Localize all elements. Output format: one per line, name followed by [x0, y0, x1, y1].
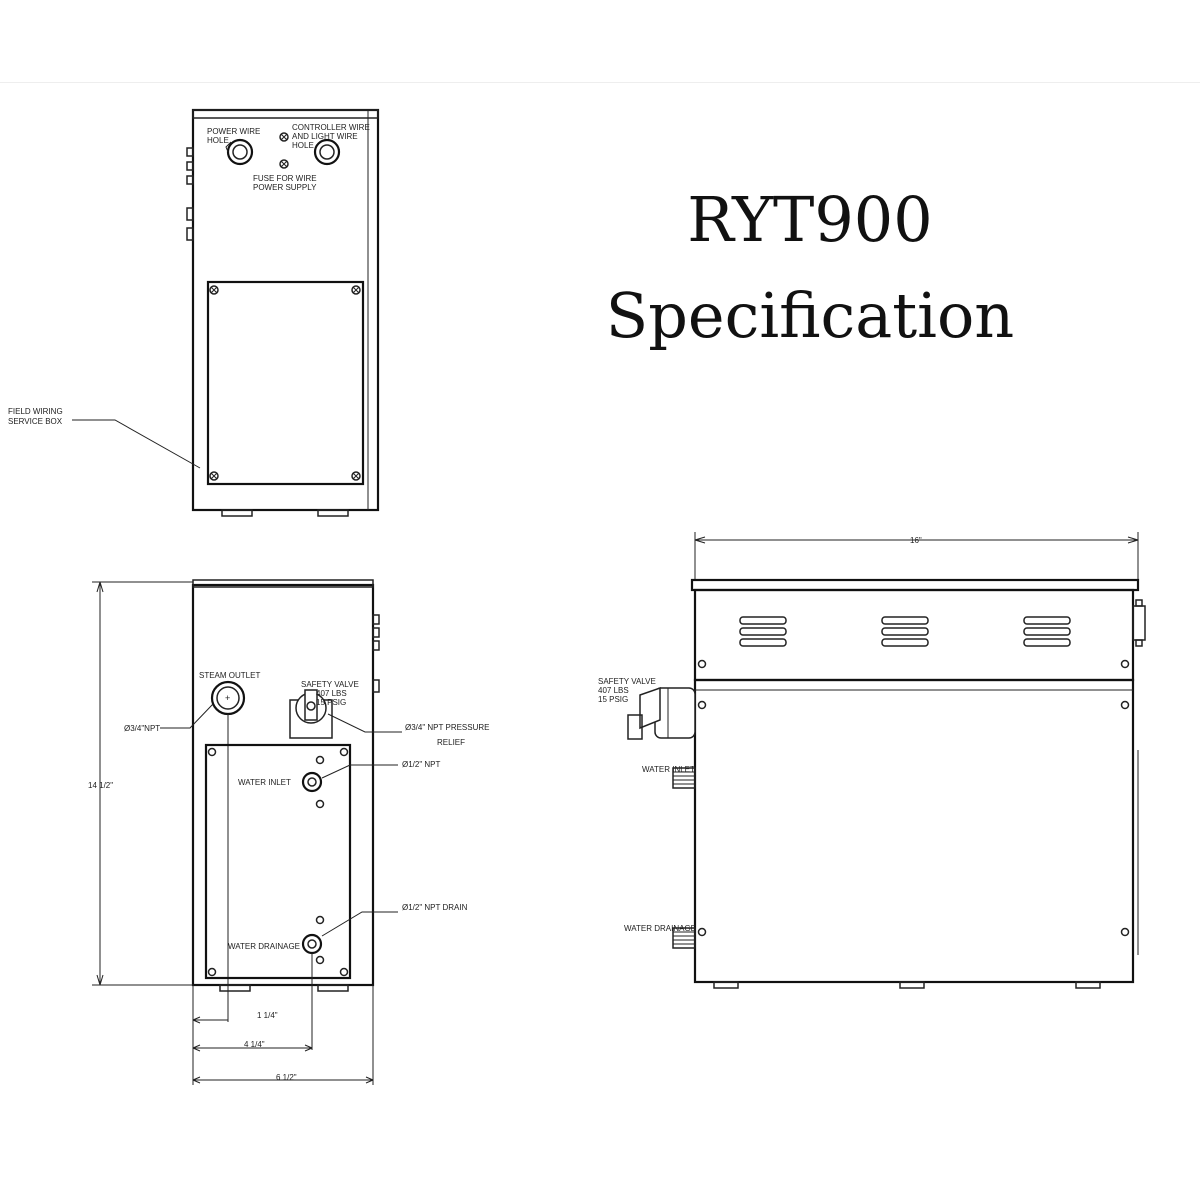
fuse-icon	[279, 132, 289, 169]
dim-2-label: 4 1/4"	[244, 1040, 265, 1049]
power-wire-label-1: POWER WIRE	[207, 127, 260, 136]
bottom-dimensions	[192, 985, 374, 1085]
front-view: + STEAM OUTLET Ø3/4"NPT SAFETY VALVE 407…	[88, 579, 490, 1085]
front-view-body	[191, 583, 375, 987]
title-block: RYT900 Specification	[560, 180, 1060, 356]
inlet-size-label: Ø1/2" NPT	[402, 760, 441, 769]
side-view-body	[693, 678, 1135, 984]
safety-valve-label-1: SAFETY VALVE	[301, 680, 359, 689]
drain-size-leader	[321, 911, 398, 937]
field-wiring-label-1: FIELD WIRING	[8, 407, 63, 416]
controller-wire-hole	[313, 138, 341, 166]
width-label: 16"	[910, 536, 922, 545]
side-connector	[1132, 599, 1146, 647]
dim-3-label: 6 1/2"	[276, 1073, 297, 1082]
top-view-foot-right	[317, 509, 349, 517]
water-drainage	[301, 933, 323, 955]
side-view-screws	[697, 659, 1130, 937]
power-wire-hole	[225, 138, 254, 166]
top-view-fins	[186, 147, 194, 241]
steam-outlet: +	[210, 680, 246, 716]
outlet-size-label: Ø3/4"NPT	[124, 724, 160, 733]
vent-grille-middle	[881, 616, 929, 647]
pressure-relief-leader	[327, 713, 402, 733]
top-view-body	[191, 108, 380, 512]
side-water-inlet-label: WATER INLET	[642, 765, 695, 774]
svg-text:+: +	[225, 693, 230, 703]
height-dimension	[92, 581, 193, 986]
controller-wire-label-3: HOLE	[292, 141, 314, 150]
height-label: 14 1/2"	[88, 781, 113, 790]
side-water-drainage	[672, 927, 696, 949]
steam-outlet-label: STEAM OUTLET	[199, 671, 260, 680]
top-view: POWER WIRE HOLE CONTROLLER WIRE AND LIGH…	[8, 108, 380, 517]
safety-valve-label-3: 15 PSIG	[316, 698, 346, 707]
field-wiring-leader	[72, 419, 201, 469]
side-water-drainage-label: WATER DRAINAGE	[624, 924, 696, 933]
fuse-label-1: FUSE FOR WIRE	[253, 174, 317, 183]
side-view-lid	[690, 578, 1140, 592]
model-title: RYT900	[687, 183, 933, 256]
water-inlet	[301, 771, 323, 793]
inlet-size-leader	[321, 764, 398, 779]
water-inlet-label: WATER INLET	[238, 778, 291, 787]
side-view: 16"	[598, 532, 1146, 989]
side-foot-3	[1075, 981, 1101, 989]
front-access-panel	[204, 743, 352, 980]
side-safety-valve	[627, 686, 696, 740]
front-foot-left	[219, 984, 251, 992]
field-wiring-service-box	[206, 280, 365, 486]
fuse-label-2: POWER SUPPLY	[253, 183, 317, 192]
side-foot-2	[899, 981, 925, 989]
front-foot-right	[317, 984, 349, 992]
safety-valve	[289, 689, 333, 739]
safety-valve-label-2: 407 LBS	[316, 689, 347, 698]
controller-wire-label-1: CONTROLLER WIRE	[292, 123, 370, 132]
side-safety-valve-label-2: 407 LBS	[598, 686, 629, 695]
side-safety-valve-label-3: 15 PSIG	[598, 695, 628, 704]
top-view-lid	[192, 109, 379, 119]
vent-grille-right	[1023, 616, 1071, 647]
controller-wire-label-2: AND LIGHT WIRE	[292, 132, 358, 141]
pressure-relief-label-2: RELIEF	[437, 738, 465, 747]
field-wiring-label-2: SERVICE BOX	[8, 417, 63, 426]
front-view-fins	[372, 614, 380, 693]
service-box-screws	[209, 285, 361, 481]
header-divider	[0, 82, 1200, 83]
side-safety-valve-label-1: SAFETY VALVE	[598, 677, 656, 686]
water-drainage-label: WATER DRAINAGE	[228, 942, 300, 951]
pressure-relief-label-1: Ø3/4" NPT PRESSURE	[405, 723, 490, 732]
width-dimension	[694, 532, 1139, 580]
top-view-foot-left	[221, 509, 253, 517]
front-panel-screws	[207, 747, 349, 977]
vent-grille-left	[739, 616, 787, 647]
side-water-inlet	[672, 767, 696, 789]
front-view-lid	[192, 579, 374, 588]
dim-1-label: 1 1/4"	[257, 1011, 278, 1020]
outlet-size-leader	[160, 703, 214, 729]
drain-size-label: Ø1/2" NPT DRAIN	[402, 903, 468, 912]
power-wire-label-2: HOLE	[207, 136, 229, 145]
side-foot-1	[713, 981, 739, 989]
spec-title: Specification	[605, 279, 1015, 352]
